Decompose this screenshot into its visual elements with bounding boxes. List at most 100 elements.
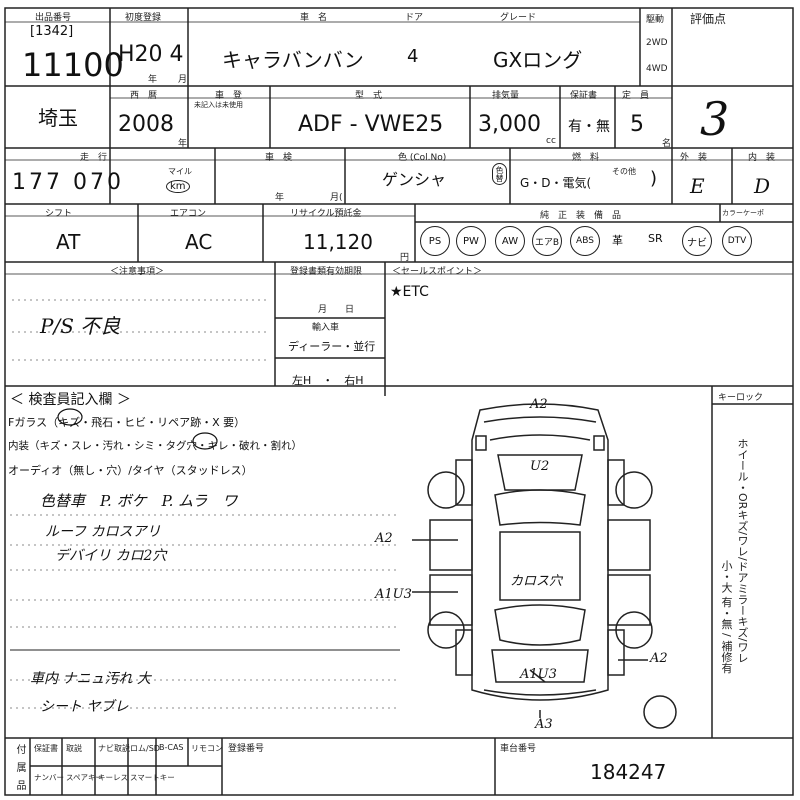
grade-label: グレード xyxy=(500,13,537,23)
first-reg-label: 初度登録 xyxy=(125,13,162,23)
accessory-b-1: スペアキー xyxy=(66,773,103,782)
interior-label: 内 装 xyxy=(748,153,776,163)
inspection-month: 月( xyxy=(330,193,343,203)
color-label: 色 (Col.No) xyxy=(398,153,447,163)
footer-label-b: 属 xyxy=(14,762,25,772)
inspection-line2: 内装（キズ・スレ・汚れ・シミ・タグ穴・キレ・破れ・割れ） xyxy=(8,440,302,452)
capacity: 5 xyxy=(630,112,644,137)
accessory-b-3: スマートキー xyxy=(130,773,175,782)
reg-expiry-label: 登録書類有効期限 xyxy=(290,267,363,277)
caution-text: P/S 不良 xyxy=(40,314,121,338)
shift-label: シフト xyxy=(45,209,73,219)
caution-label: ＜注意事項＞ xyxy=(110,267,165,277)
model-year-unit: 年 xyxy=(178,139,188,149)
key-lock-label: キーロック xyxy=(718,393,764,403)
equipment-2: AW xyxy=(495,226,525,256)
accessory-3: ロム/SD xyxy=(130,744,160,753)
fuel-close: ) xyxy=(650,168,658,189)
mark-left-front: A2 xyxy=(374,531,393,546)
warranty-label: 保証書 xyxy=(570,91,598,101)
mileage: 177 070 xyxy=(12,170,124,195)
inspection-line1: Fガラス（キズ・飛石・ヒビ・リペア跡・X 要） xyxy=(8,416,246,429)
km-unit: km xyxy=(166,180,190,193)
mark-hood: U2 xyxy=(530,459,549,474)
reg-note: 未記入は未使用 xyxy=(194,101,243,109)
accessory-0: 保証書 xyxy=(34,744,58,753)
drive-4wd: 4WD xyxy=(646,64,668,74)
displacement-label: 排気量 xyxy=(492,91,520,101)
steering: 左H ・ 右H xyxy=(292,374,364,387)
lot-label: 出品番号 xyxy=(35,13,72,23)
car-name: キャラバンバン xyxy=(222,48,364,72)
equipment-7: ナビ xyxy=(682,226,712,256)
reg-label: 車 登 xyxy=(215,91,243,101)
sales-point: ★ETC xyxy=(390,284,429,300)
car-name-label: 車 名 xyxy=(300,13,328,23)
accessory-2: ナビ取説 xyxy=(98,744,130,753)
hand-note-5: シート ヤブレ xyxy=(40,699,129,715)
reg-expiry: 月 日 xyxy=(318,305,355,315)
ac: AC xyxy=(185,230,213,254)
grade: GXロング xyxy=(493,48,583,72)
accessory-b-2: キーレス xyxy=(98,773,128,782)
inspection-year: 年 xyxy=(275,193,285,203)
hand-note-4: 車内 ナニュ汚れ 大 xyxy=(30,671,151,687)
import-dealer: ディーラー・並行 xyxy=(288,340,376,353)
mark-front: A2 xyxy=(529,397,548,412)
month-unit: 月 xyxy=(178,75,188,85)
mark-roof: カロス穴 xyxy=(510,574,564,589)
drive-label: 駆動 xyxy=(646,15,665,25)
color-code-label: カラーケーポ xyxy=(722,209,764,217)
equipment-6: SR xyxy=(648,232,663,245)
equipment-5: 革 xyxy=(612,234,623,247)
mile-unit: マイル xyxy=(168,167,192,176)
accessory-5: リモコン xyxy=(191,744,223,753)
ac-label: エアコン xyxy=(170,209,207,219)
accessory-1: 取説 xyxy=(66,744,82,753)
equip-label: 純 正 装 備 品 xyxy=(540,211,622,221)
equipment-1: PW xyxy=(456,226,486,256)
footer-label-c: 品 xyxy=(14,780,25,790)
hand-note-2: ルーフ カロスアリ xyxy=(45,524,161,540)
inspection-label: 車 検 xyxy=(265,153,293,163)
chassis-number: 184247 xyxy=(590,760,667,784)
model-code: ADF - VWE25 xyxy=(298,112,444,137)
fuel-other: その他 xyxy=(612,167,636,176)
color-change: 色替 xyxy=(492,163,507,185)
equipment-4: ABS xyxy=(570,226,600,256)
inspection-line3: オーディオ（無し・穴）/タイヤ（スタッドレス） xyxy=(8,464,253,477)
yen-unit: 円 xyxy=(400,253,410,263)
model-year: 2008 xyxy=(118,112,174,137)
equipment-8: DTV xyxy=(722,226,752,256)
accessory-4: B-CAS xyxy=(159,743,184,752)
color: ゲンシャ xyxy=(382,170,447,189)
accessory-b-0: ナンバー xyxy=(34,773,64,782)
year-unit: 年 xyxy=(148,75,158,85)
mark-bumper: A3 xyxy=(534,717,553,732)
warranty: 有・無 xyxy=(568,119,610,135)
interior: D xyxy=(754,174,771,198)
capacity-label: 定 員 xyxy=(622,91,650,101)
mark-rear: A1U3 xyxy=(519,667,557,682)
sales-point-label: ＜セールスポイント＞ xyxy=(392,267,483,277)
region: 埼玉 xyxy=(38,106,78,130)
lot-number: 11100 xyxy=(22,46,124,84)
fuel: G・D・電気( xyxy=(520,176,592,190)
score-label: 評価点 xyxy=(690,12,727,26)
drive-2wd: 2WD xyxy=(646,38,668,48)
mileage-label: 走 行 xyxy=(80,153,108,163)
import-label: 輸入車 xyxy=(312,323,340,333)
doors-label: ドア xyxy=(405,13,424,23)
mark-right-rear: A2 xyxy=(649,651,668,666)
mark-left-rear: A1U3 xyxy=(374,587,412,602)
footer-label-a: 付 xyxy=(14,744,25,754)
cc-unit: cc xyxy=(546,136,556,146)
inspection-title: ＜ 検査員記入欄 ＞ xyxy=(10,392,131,408)
equipment-3: エアB xyxy=(532,226,562,256)
recycle-label: リサイクル預託金 xyxy=(290,209,362,219)
equipment-0: PS xyxy=(420,226,450,256)
capacity-unit: 名 xyxy=(662,139,672,149)
chassis-label: 車台番号 xyxy=(500,744,537,754)
